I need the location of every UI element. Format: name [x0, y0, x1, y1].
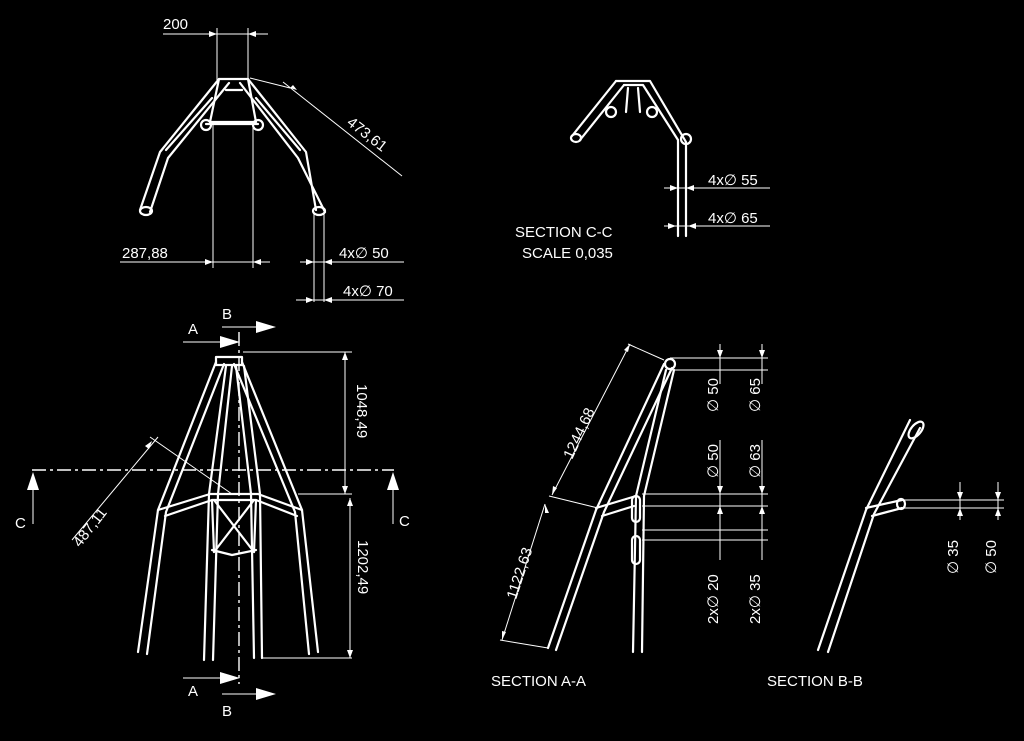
section-marker-c-left: C — [15, 515, 26, 532]
section-cc-title: SECTION C-C — [515, 224, 613, 241]
section-marker-b-top: B — [222, 306, 232, 323]
front-view-legs — [136, 360, 320, 662]
section-cc-frame — [569, 79, 693, 238]
section-marker-a-top: A — [188, 321, 198, 338]
section-marker-c-right: C — [399, 513, 410, 530]
dim-top-tubes: 4x∅ 50 4x∅ 70 — [296, 214, 404, 303]
section-aa-frame — [546, 357, 677, 654]
dim-aa-d50-label: ∅ 50 — [705, 378, 722, 412]
dim-front-upper-label: 1048,49 — [353, 384, 370, 438]
section-marker-a-bottom: A — [188, 683, 198, 700]
dim-287: 287,88 — [120, 122, 270, 268]
section-bb-view: ∅ 35 ∅ 50 SECTION B-B — [767, 418, 1004, 690]
dim-front-heights: 1048,49 1202,49 — [243, 351, 371, 659]
dim-top-inner-label: 4x∅ 50 — [339, 245, 389, 262]
dim-aa-d63-label: ∅ 63 — [747, 444, 764, 478]
section-aa-title: SECTION A-A — [491, 673, 586, 690]
dim-aa-d50b-label: ∅ 50 — [705, 444, 722, 478]
dim-aa-diameters: ∅ 50 ∅ 65 ∅ 50 ∅ 63 2x∅ 20 2x∅ 35 — [642, 344, 768, 624]
dim-cc-outer-label: 4x∅ 65 — [708, 210, 758, 227]
dim-top-outer-label: 4x∅ 70 — [343, 283, 393, 300]
section-arrows-top: A B — [183, 306, 276, 348]
dim-cc-inner-label: 4x∅ 55 — [708, 172, 758, 189]
section-marker-b-bottom: B — [222, 703, 232, 720]
dim-cc-tubes: 4x∅ 55 4x∅ 65 — [664, 172, 770, 229]
dim-287-label: 287,88 — [122, 245, 168, 262]
section-arrows-c: C C — [15, 472, 410, 532]
dim-200-label: 200 — [163, 16, 188, 33]
section-arrows-bottom: A B — [183, 672, 276, 720]
dim-bb-diameters: ∅ 35 ∅ 50 — [904, 482, 1004, 574]
dim-aa-d20-label: 2x∅ 20 — [705, 574, 722, 624]
dim-aa-d35-label: 2x∅ 35 — [747, 574, 764, 624]
dim-front-lower-label: 1202,49 — [354, 540, 371, 594]
dim-bb-d50-label: ∅ 50 — [983, 540, 1000, 574]
section-bb-frame — [816, 418, 925, 654]
dim-bb-d35-label: ∅ 35 — [945, 540, 962, 574]
dim-aa-d65-label: ∅ 65 — [747, 378, 764, 412]
section-cc-view: 4x∅ 55 4x∅ 65 SECTION C-C SCALE 0,035 — [515, 79, 770, 262]
section-bb-title: SECTION B-B — [767, 673, 863, 690]
section-cc-scale: SCALE 0,035 — [522, 245, 613, 262]
dim-200: 200 — [163, 16, 268, 80]
top-view-frame — [138, 77, 327, 217]
